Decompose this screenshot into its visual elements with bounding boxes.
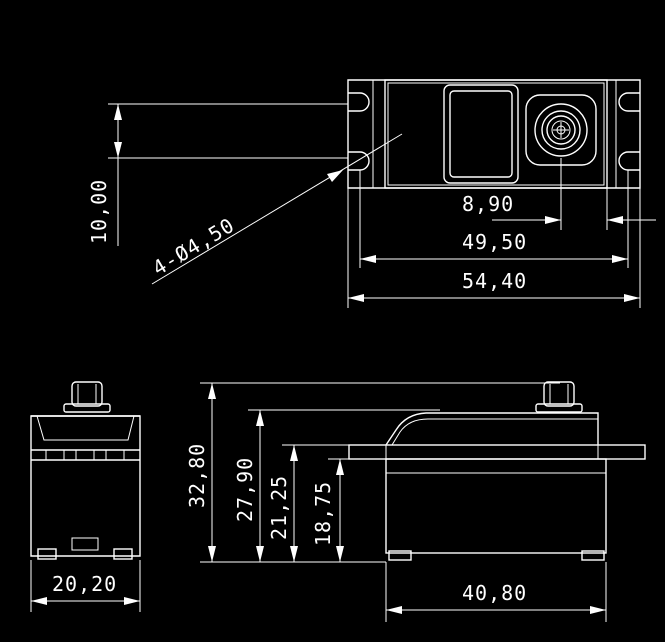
top-view — [347, 79, 641, 189]
dim-overall-length: 54,40 — [347, 188, 641, 308]
dim-hole-spacing-label: 49,50 — [462, 230, 527, 254]
dim-output-offset-label: 8,90 — [462, 192, 514, 216]
dim-bolt-spacing-label: 10,00 — [87, 179, 111, 244]
side-view-foot-right — [581, 550, 605, 561]
end-view-foot-right — [113, 548, 133, 560]
side-view-foot-left — [388, 550, 412, 561]
side-view-top-cover — [385, 412, 599, 446]
dim-case-length: 40,80 — [385, 562, 607, 622]
side-view-mount-flange — [348, 444, 646, 460]
dim-case-top-height-label: 27,90 — [233, 457, 257, 522]
dim-hole-callout: 4-Ø4,50 — [148, 133, 403, 285]
label-recess-inner — [449, 90, 513, 178]
right-mount-slot-lower — [618, 151, 640, 171]
dim-case-width: 20,20 — [30, 560, 141, 612]
dim-total-height-label: 32,80 — [185, 443, 209, 508]
output-shaft-outer — [534, 103, 588, 157]
dim-case-length-label: 40,80 — [462, 581, 527, 605]
dim-mount-height-label: 18,75 — [311, 481, 335, 546]
end-view-foot-left — [37, 548, 57, 560]
end-view — [30, 381, 141, 560]
dim-total-height: 32,80 — [185, 382, 560, 563]
dim-case-width-label: 20,20 — [52, 572, 117, 596]
side-view — [348, 381, 646, 561]
left-mount-slot-lower — [348, 151, 370, 171]
label-recess-outer — [443, 84, 519, 184]
dim-hole-spacing: 49,50 — [359, 170, 629, 268]
end-view-shaft — [71, 381, 103, 407]
dim-hole-callout-label: 4-Ø4,50 — [148, 213, 239, 281]
dim-mount-height: 18,75 — [311, 458, 349, 562]
dim-output-offset: 8,90 — [462, 158, 656, 230]
dim-bolt-spacing: 10,00 — [87, 103, 348, 246]
side-view-shaft — [543, 381, 575, 407]
dim-mount-top-height: 21,25 — [267, 444, 349, 562]
side-view-body — [385, 458, 607, 554]
output-shaft-spline — [541, 110, 581, 150]
end-view-case — [30, 415, 141, 557]
top-view-body — [384, 79, 608, 189]
right-mount-slot-upper — [618, 92, 640, 112]
left-mount-slot-upper — [348, 92, 370, 112]
dim-overall-length-label: 54,40 — [462, 269, 527, 293]
dim-mount-top-height-label: 21,25 — [267, 475, 291, 540]
dim-case-top-height: 27,90 — [233, 409, 440, 562]
top-view-body-inner — [387, 82, 605, 186]
